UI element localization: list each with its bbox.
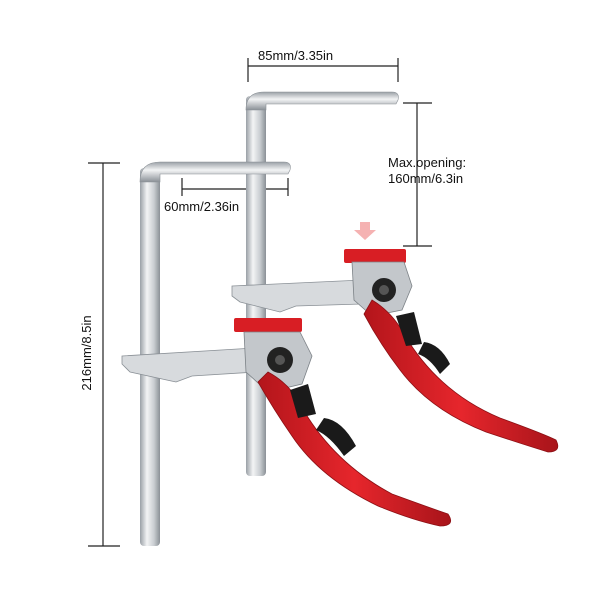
max-opening-title: Max.opening: xyxy=(388,155,467,170)
small-clamp-lever xyxy=(290,384,316,418)
small-clamp-grip xyxy=(316,418,356,456)
large-clamp-red-pad xyxy=(344,249,406,263)
large-clamp-handle xyxy=(363,299,559,453)
down-arrow-icon xyxy=(354,222,376,240)
small-clamp-handle xyxy=(257,371,452,527)
max-opening-value: 160mm/6.3in xyxy=(388,171,464,186)
large-clamp-grip xyxy=(418,342,450,374)
small-clamp-top-jaw xyxy=(139,161,291,183)
small-clamp-red-pad xyxy=(234,318,302,332)
dimension-lines xyxy=(88,58,432,547)
large-jaw-width-label: 85mm/3.35in xyxy=(258,48,334,63)
large-clamp-lever xyxy=(396,312,422,346)
small-jaw-width-label: 60mm/2.36in xyxy=(164,199,240,214)
large-clamp-top-jaw xyxy=(245,91,399,111)
max-opening-label: Max.opening: 160mm/6.3in xyxy=(388,155,466,187)
overall-height-label: 216mm/8.5in xyxy=(79,315,94,391)
small-clamp xyxy=(121,161,452,546)
